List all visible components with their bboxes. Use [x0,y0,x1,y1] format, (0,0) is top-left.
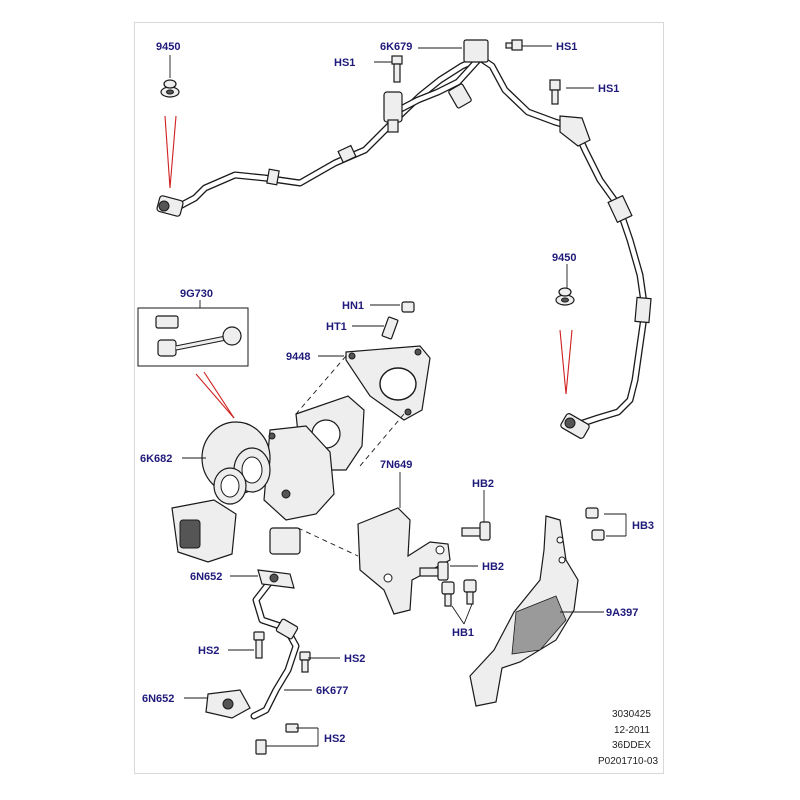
label-9G730: 9G730 [180,288,213,300]
label-9450-top: 9450 [156,41,180,53]
label-HS2-c: HS2 [324,733,345,745]
bolt-hb2-a [461,521,491,541]
bolt-hs1-a [391,55,403,83]
label-HN1: HN1 [342,300,364,312]
label-HS1-c: HS1 [598,83,619,95]
gasket-9448 [345,345,431,421]
gasket-6N652-upper [257,569,295,589]
bolt-hs1-c [549,79,561,105]
sensor-kit-9G730-box [137,307,249,367]
bolt-hs2-b [299,651,311,673]
label-HS1-a: HS1 [334,57,355,69]
label-HB1: HB1 [452,627,474,639]
seal-washer-9450-top [160,79,180,98]
label-9A397: 9A397 [606,607,638,619]
label-HB2-a: HB2 [472,478,494,490]
leader-lines [169,45,627,747]
label-HS2-a: HS2 [198,645,219,657]
label-9450-right: 9450 [552,252,576,264]
stud-ht1 [381,316,399,340]
label-6N652-b: 6N652 [142,693,174,705]
label-HB2-b: HB2 [482,561,504,573]
bolt-hs1-b [505,39,523,51]
label-HS1-b: HS1 [556,41,577,53]
oil-feed-pipe-6K679 [156,39,652,439]
red-arrow-top [164,115,177,189]
label-6N652-a: 6N652 [190,571,222,583]
union-fitting [383,91,403,133]
diagram-frame [134,22,664,774]
bracket-7N649 [357,507,451,615]
label-HB3: HB3 [632,520,654,532]
label-6K682: 6K682 [140,453,172,465]
label-HT1: HT1 [326,321,347,333]
heat-shield-9A397 [469,515,579,707]
banjo-fitting-left [156,195,184,217]
pipe-bracket [559,115,591,147]
turbocharger-6K682 [171,395,365,563]
bolt-hb2-b [419,561,449,581]
label-6K677: 6K677 [316,685,348,697]
bolt-hb3 [585,507,605,541]
nut-hn1 [401,301,415,313]
label-6K679: 6K679 [380,41,412,53]
label-HS2-b: HS2 [344,653,365,665]
bolt-hs2-c [255,723,299,755]
footer-date: 12-2011 [614,725,650,736]
banjo-fitting-right [560,413,590,439]
red-arrow-turbo [195,371,235,419]
label-7N649: 7N649 [380,459,412,471]
label-9448: 9448 [286,351,310,363]
bolt-hs2-a [253,631,265,659]
red-arrow-right [559,329,573,395]
oil-return-pipe-6K677 [250,578,300,720]
seal-washer-9450-right [555,287,575,306]
gasket-6N652-lower [205,689,251,719]
footer-engine-code: 36DDEX [612,740,651,751]
footer-illustration-id: P0201710-03 [598,756,659,767]
bolt-hb1 [441,579,477,607]
footer-ref-number: 3030425 [612,709,651,720]
